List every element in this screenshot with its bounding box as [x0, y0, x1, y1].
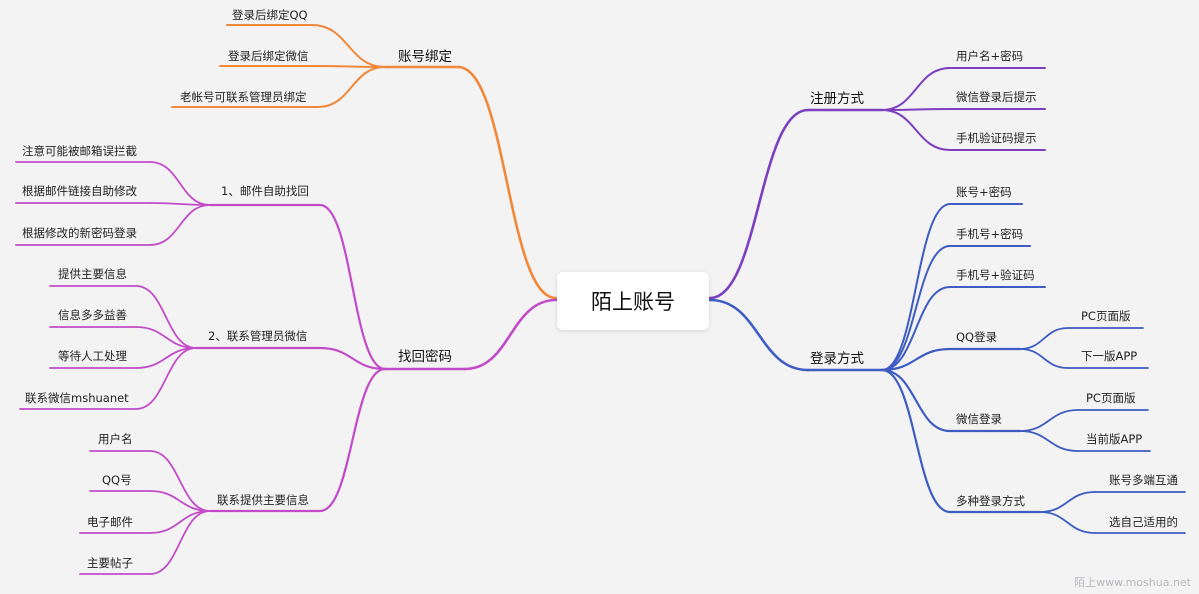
branch-recover-label[interactable]: 找回密码 [398, 349, 452, 365]
link-login [881, 203, 951, 371]
link-register [881, 67, 951, 111]
link-register [881, 109, 951, 151]
link-register [881, 108, 951, 111]
recover-item[interactable]: 联系微信mshuanet [25, 391, 129, 405]
link-login-group [880, 368, 952, 514]
link-recover-item [135, 285, 197, 349]
link-recover-item [149, 510, 211, 575]
binding-item[interactable]: 老帐号可联系管理员绑定 [180, 90, 307, 104]
link-login-item [1019, 327, 1069, 350]
link-recover-item [149, 161, 211, 206]
link-recover-group [318, 203, 387, 371]
recover-group-label[interactable]: 联系提供主要信息 [217, 493, 309, 507]
link-recover-item [135, 326, 197, 349]
recover-item[interactable]: 提供主要信息 [58, 267, 127, 281]
recover-item[interactable]: 注意可能被邮箱误拦截 [22, 144, 137, 158]
login-item[interactable]: 当前版APP [1086, 432, 1143, 446]
trunk-binding [456, 65, 558, 300]
link-recover-item [149, 204, 211, 246]
login-item[interactable]: 选自己适用的 [1109, 515, 1178, 529]
recover-group-label[interactable]: 2、联系管理员微信 [208, 329, 308, 343]
login-group-label[interactable]: 多种登录方式 [956, 494, 1025, 508]
recover-item[interactable]: 主要帖子 [87, 556, 133, 570]
link-recover-item [149, 450, 211, 512]
link-login [881, 245, 951, 371]
recover-item[interactable]: 根据邮件链接自助修改 [22, 184, 137, 198]
link-login [881, 286, 951, 371]
link-binding [317, 66, 386, 108]
binding-item[interactable]: 登录后绑定微信 [228, 49, 309, 63]
link-recover-group [318, 367, 387, 513]
register-item[interactable]: 手机验证码提示 [956, 131, 1037, 145]
link-recover-item [135, 347, 197, 410]
login-item[interactable]: PC页面版 [1081, 309, 1131, 323]
link-login-item [1019, 430, 1079, 452]
link-login-item [1039, 511, 1096, 534]
recover-item[interactable]: 信息多多益善 [58, 308, 127, 322]
trunk-login [708, 298, 810, 372]
login-item[interactable]: 账号+密码 [956, 185, 1012, 199]
recover-item[interactable]: QQ号 [102, 473, 132, 487]
recover-group-label[interactable]: 1、邮件自助找回 [221, 184, 309, 198]
branch-login-label[interactable]: 登录方式 [810, 351, 864, 367]
login-group-label[interactable]: QQ登录 [956, 330, 998, 344]
recover-item[interactable]: 电子邮件 [87, 515, 133, 529]
center-node[interactable]: 陌上账号 [557, 272, 709, 330]
watermark: 陌上www.moshua.net [1074, 576, 1191, 589]
link-login-group [880, 368, 952, 433]
link-binding [311, 24, 386, 68]
link-recover-item [149, 510, 211, 534]
link-login-item [1039, 491, 1096, 513]
recover-item[interactable]: 根据修改的新密码登录 [22, 226, 137, 240]
login-item[interactable]: 手机号+密码 [956, 227, 1024, 241]
register-item[interactable]: 用户名+密码 [956, 49, 1024, 63]
recover-item[interactable]: 等待人工处理 [58, 349, 127, 363]
login-item[interactable]: 手机号+验证码 [956, 268, 1035, 282]
login-item[interactable]: 下一版APP [1081, 349, 1138, 363]
binding-item[interactable]: 登录后绑定QQ [232, 8, 308, 22]
link-binding [315, 65, 386, 68]
login-item[interactable]: PC页面版 [1086, 391, 1136, 405]
branch-register-label[interactable]: 注册方式 [810, 91, 864, 107]
link-login-group [880, 347, 952, 372]
link-login-item [1019, 409, 1079, 432]
recover-item[interactable]: 用户名 [98, 432, 133, 446]
login-item[interactable]: 账号多端互通 [1109, 473, 1178, 487]
login-group-label[interactable]: 微信登录 [956, 412, 1002, 426]
link-recover-group [318, 346, 387, 371]
link-recover-item [149, 490, 211, 512]
center-node-label: 陌上账号 [591, 290, 675, 314]
trunk-recover [463, 298, 558, 371]
link-login-item [1019, 348, 1069, 369]
branch-binding-label[interactable]: 账号绑定 [398, 49, 452, 65]
trunk-register [708, 108, 810, 300]
register-item[interactable]: 微信登录后提示 [956, 90, 1037, 104]
